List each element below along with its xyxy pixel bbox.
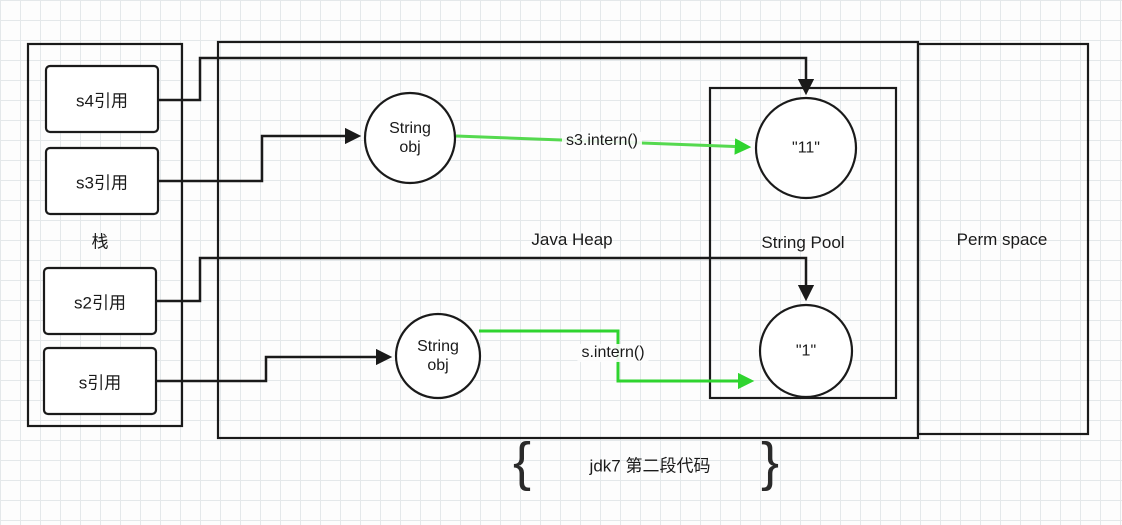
string-obj-bottom-label: String obj [417, 337, 459, 374]
string-obj-bottom-circle [394, 312, 482, 400]
perm-space-box [916, 42, 1090, 436]
perm-space-label: Perm space [956, 230, 1048, 249]
caption-text: jdk7 第二段代码 [589, 456, 711, 476]
caption-close-brace: } [760, 432, 780, 492]
caption-open-brace: { [512, 432, 532, 492]
string-obj-top-circle [363, 91, 457, 185]
s3-ref-label: s3引用 [76, 173, 128, 193]
string-pool-label: String Pool [761, 233, 845, 252]
pool-1-label: "1" [795, 342, 817, 360]
s4-ref-label: s4引用 [76, 91, 128, 111]
s3-intern-label: s3.intern() [561, 132, 643, 150]
pool-11-label: "11" [792, 139, 820, 157]
s3-ref-arrow [158, 127, 362, 183]
stack-label: 栈 [91, 232, 109, 252]
pool-11-circle [754, 96, 858, 200]
s-ref-arrow [156, 348, 393, 383]
pool-1-circle [758, 303, 854, 399]
string-obj-top-label: String obj [389, 119, 431, 156]
s-ref-label: s引用 [78, 373, 122, 393]
s4-ref-arrow [158, 56, 815, 102]
s-intern-label: s.intern() [577, 344, 649, 362]
java-heap-label: Java Heap [531, 230, 613, 249]
stack-box [26, 42, 184, 428]
s2-ref-label: s2引用 [74, 293, 126, 313]
s2-ref-arrow [156, 256, 815, 303]
